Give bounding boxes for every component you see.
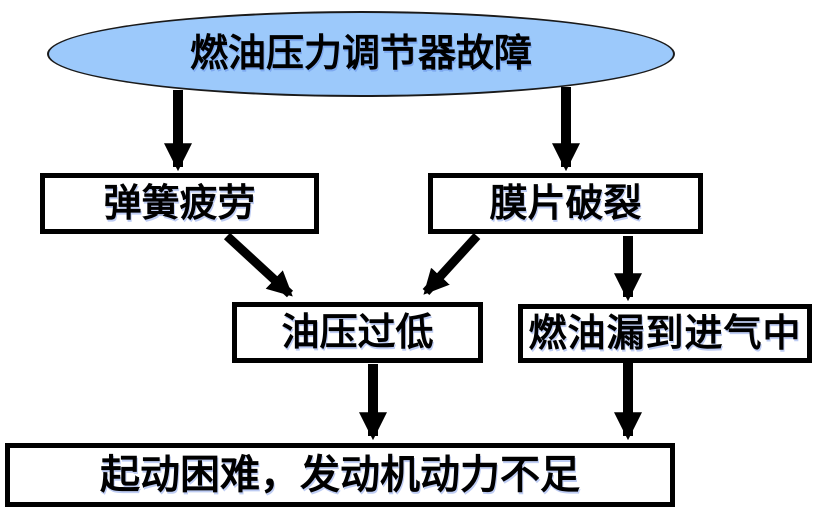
node-diaphragm-rupture: 膜片破裂 [428,173,703,234]
node-fuel-leak-intake-label: 燃油漏到进气中 [528,312,802,355]
node-fuel-leak-intake: 燃油漏到进气中 [518,304,812,363]
node-root-label: 燃油压力调节器故障 [189,33,532,75]
arrow-diaphragm-rupture-to-low-oil-pressure [422,232,481,296]
node-diaphragm-rupture-label: 膜片破裂 [489,182,642,225]
node-spring-fatigue: 弹簧疲劳 [40,173,319,234]
node-symptom-label: 起动困难，发动机动力不足 [100,452,580,497]
node-low-oil-pressure: 油压过低 [232,302,483,363]
node-low-oil-pressure-label: 油压过低 [281,311,434,354]
node-spring-fatigue-label: 弹簧疲劳 [103,182,256,225]
node-fuel-pressure-regulator-fault: 燃油压力调节器故障 [47,11,675,97]
arrow-spring-fatigue-to-low-oil-pressure [223,232,294,298]
node-symptom: 起动困难，发动机动力不足 [5,443,675,507]
